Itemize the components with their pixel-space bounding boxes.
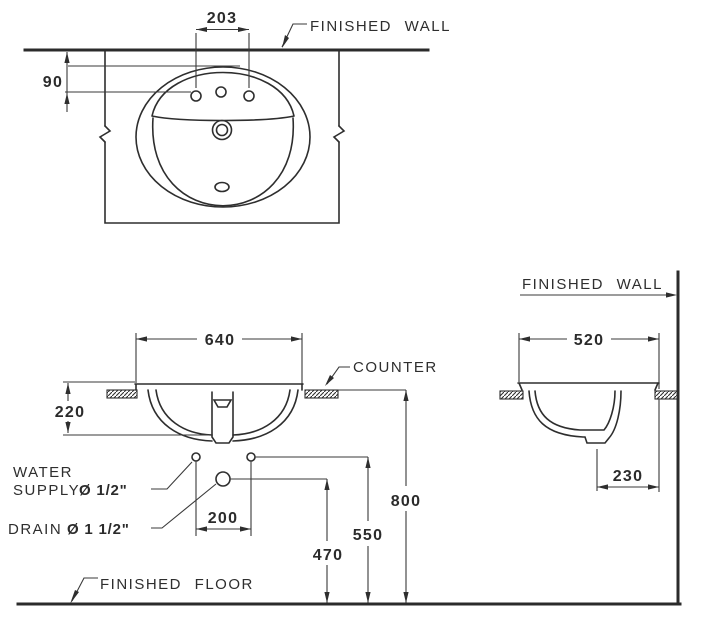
arrowhead	[648, 484, 659, 490]
sink-rim-side	[517, 382, 660, 391]
bowl-outer-front	[147, 389, 299, 442]
drain-inner-circle-top	[215, 123, 229, 137]
drain-fitting-front	[212, 399, 233, 408]
arrowhead	[291, 336, 302, 342]
counter-section-right-side	[654, 390, 679, 400]
arrowhead	[403, 592, 409, 603]
counter-section-left	[106, 389, 138, 399]
dimension-520-lines	[518, 333, 660, 389]
water-supply-size-label: Ø 1/2"	[79, 482, 128, 499]
front-view: 640 220 COUNTER 200 WATER SUPPLY Ø 1/2"	[8, 332, 682, 606]
water-supply-point-left	[191, 452, 201, 462]
dimension-220-lines	[63, 381, 212, 436]
dim-holes-offset-label: 90	[43, 74, 63, 91]
overflow-hole	[214, 181, 230, 193]
dim-side-width-label: 520	[574, 332, 605, 349]
drain-size-label: Ø 1 1/2"	[67, 521, 130, 538]
finished-floor-label: FINISHED FLOOR	[100, 576, 254, 593]
drain-outer-circle-top	[211, 119, 233, 141]
arrowhead	[365, 457, 371, 468]
arrowhead	[648, 336, 659, 342]
faucet-hole-right	[243, 90, 255, 102]
bowl-inner-front	[155, 389, 291, 436]
arrowhead	[324, 592, 330, 603]
faucet-hole-center	[215, 86, 227, 98]
arrowhead	[64, 93, 70, 104]
arrowhead	[238, 27, 249, 32]
dimension-640-lines	[135, 333, 303, 385]
arrowhead	[136, 336, 147, 342]
arrowhead	[324, 479, 330, 490]
faucet-hole-left	[190, 90, 202, 102]
floor-leader-line	[71, 577, 98, 602]
dim-hole-spacing-label: 203	[207, 10, 238, 27]
counter-label: COUNTER	[353, 359, 438, 376]
drain-point	[215, 471, 231, 487]
counter-section-left-side	[499, 390, 524, 400]
top-view: 203 90 FINISHED WALL	[23, 10, 451, 224]
arrowhead	[325, 375, 334, 386]
arrowhead	[196, 27, 207, 32]
break-symbols	[98, 125, 346, 143]
dim-drain-offset-label: 230	[613, 468, 644, 485]
dimension-203-lines	[195, 28, 250, 88]
arrowhead	[365, 592, 371, 603]
rough-in-reference-lines	[195, 456, 368, 536]
sink-rim-front	[134, 383, 304, 391]
dim-drain-height-label: 470	[313, 547, 344, 564]
finished-wall-label-side: FINISHED WALL	[522, 276, 663, 293]
arrowhead	[65, 422, 71, 433]
supply-drain-leader-lines	[151, 461, 217, 529]
dim-supply-height-label: 550	[353, 527, 384, 544]
counter-edge-lines-top	[104, 49, 340, 224]
arrowhead	[64, 52, 70, 63]
arrowhead	[240, 526, 251, 532]
arrowhead	[597, 484, 608, 490]
counter-section-right	[304, 389, 339, 399]
arrowhead	[282, 35, 289, 48]
finished-wall-label-top: FINISHED WALL	[310, 18, 451, 35]
side-view: FINISHED WALL 520 230	[499, 270, 680, 606]
basin-outline-top	[152, 117, 294, 207]
arrowhead	[403, 390, 409, 401]
arrowhead	[70, 590, 79, 604]
dim-depth-label: 220	[55, 404, 86, 421]
bowl-inner-side	[534, 390, 616, 431]
arrowhead	[666, 292, 677, 298]
water-supply-label-line1: WATER	[13, 464, 73, 481]
dim-counter-height-label: 800	[391, 493, 422, 510]
arrowhead	[519, 336, 530, 342]
dimension-90-lines	[65, 52, 240, 112]
water-supply-point-right	[246, 452, 256, 462]
drain-pipe-front	[211, 391, 234, 444]
dim-supply-spacing-label: 200	[208, 510, 239, 527]
dim-width-label: 640	[205, 332, 236, 349]
drain-label: DRAIN	[8, 521, 62, 538]
water-supply-label-line2: SUPPLY	[13, 482, 80, 499]
arrowhead	[65, 383, 71, 394]
bowl-outer-side	[528, 390, 622, 444]
arrowhead	[196, 526, 207, 532]
sink-rim-outline-top	[135, 66, 311, 208]
wall-leader-line	[281, 23, 307, 48]
dimension-800-line	[338, 389, 407, 603]
